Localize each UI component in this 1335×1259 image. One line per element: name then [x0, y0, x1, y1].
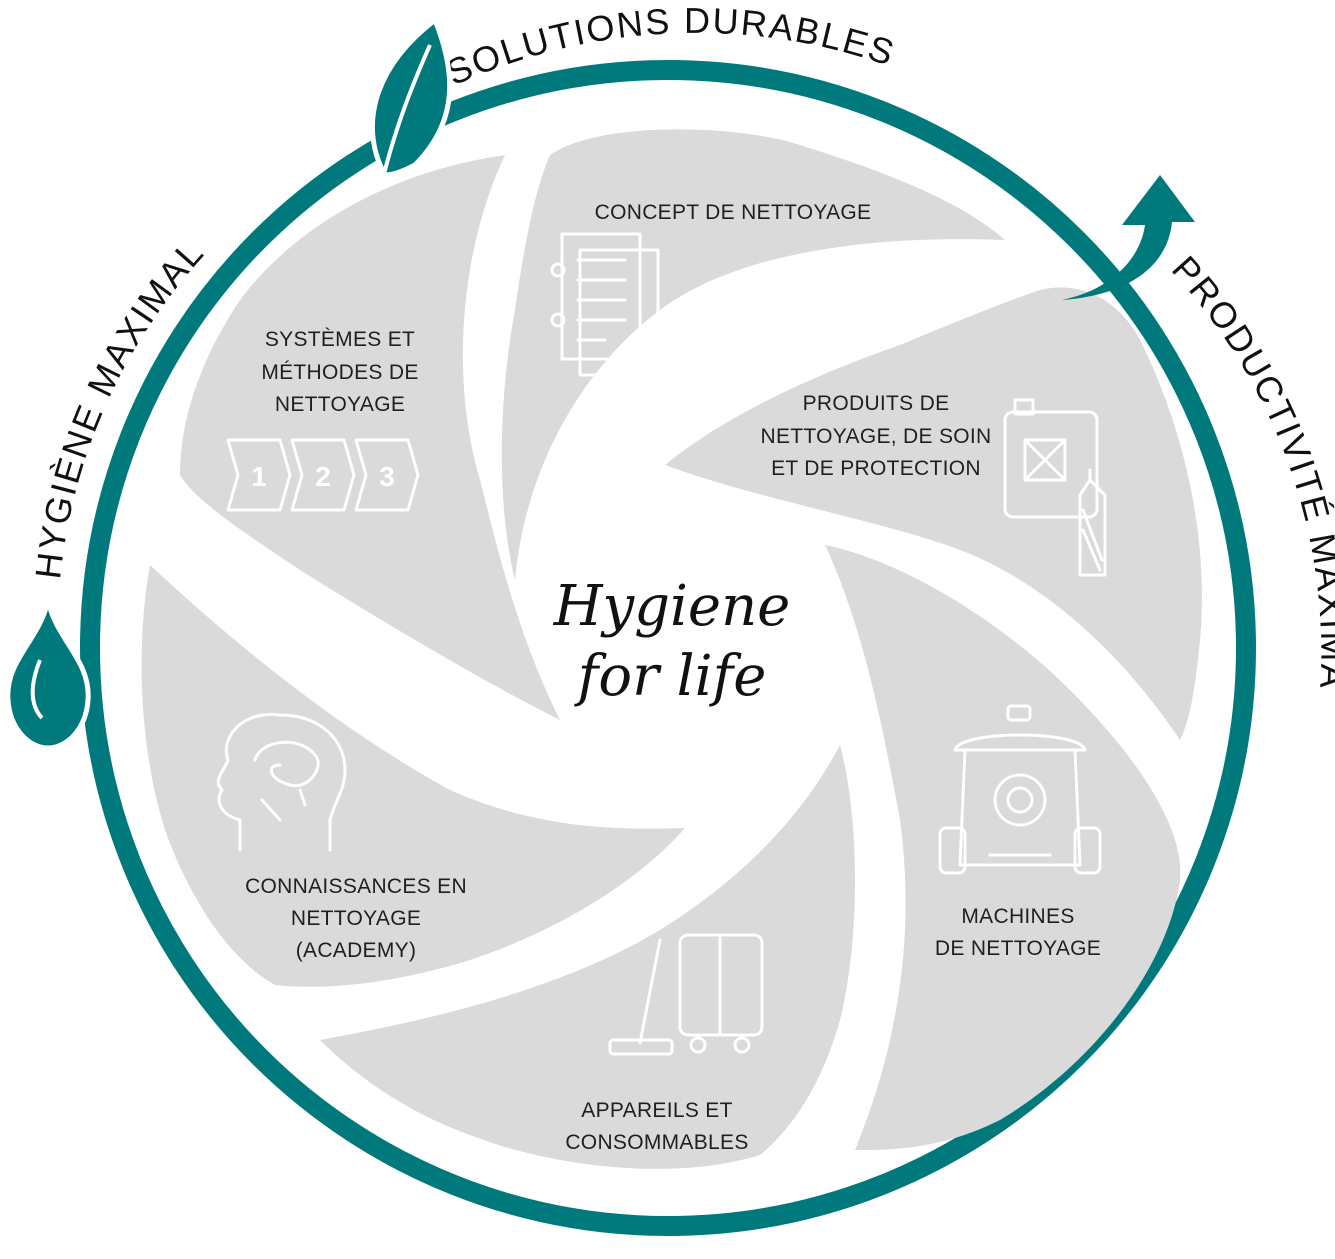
vacuum-machine-icon: [938, 704, 1102, 875]
label-appareils-line2: CONSOMMABLES: [565, 1131, 748, 1154]
steps-icon: 1 2 3: [226, 438, 420, 512]
label-systemes-line2: MÉTHODES DE: [261, 361, 418, 384]
segment-systemes: [180, 155, 560, 720]
label-machines-line2: DE NETTOYAGE: [935, 937, 1101, 960]
center-title-line1: Hygiene: [553, 574, 791, 639]
label-produits-line3: ET DE PROTECTION: [771, 457, 981, 480]
step-number-2: 2: [315, 461, 331, 492]
label-produits-line2: NETTOYAGE, DE SOIN: [761, 425, 992, 448]
head-brain-icon: [216, 713, 347, 852]
water-drop-icon: [5, 599, 91, 751]
arrow-icon: [1062, 175, 1195, 300]
label-systemes-line1: SYSTÈMES ET: [265, 328, 415, 351]
label-connaissances-line3: (ACADEMY): [296, 939, 417, 962]
center-title-line2: for life: [574, 644, 767, 709]
label-produits-line1: PRODUITS DE: [803, 392, 950, 415]
mop-trolley-icon: [608, 933, 764, 1056]
label-connaissances-line2: NETTOYAGE: [291, 907, 421, 930]
outer-ring: [80, 60, 1256, 1236]
segment-appareils: [320, 745, 855, 1169]
segment-connaissances: [141, 565, 685, 987]
canister-icon: [1003, 398, 1107, 577]
segment-produits: [665, 287, 1202, 740]
label-connaissances-line1: CONNAISSANCES EN: [245, 875, 467, 898]
step-number-3: 3: [379, 461, 395, 492]
aperture-segments: [141, 129, 1202, 1169]
step-number-1: 1: [251, 461, 267, 492]
label-appareils-line1: APPAREILS ET: [581, 1099, 732, 1122]
document-icon: [550, 232, 660, 377]
leaf-icon: [370, 16, 453, 179]
segment-machines: [825, 545, 1181, 1150]
label-concept-line1: CONCEPT DE NETTOYAGE: [595, 201, 872, 224]
segment-concept: [501, 129, 1005, 580]
label-machines-line1: MACHINES: [961, 905, 1074, 928]
label-systemes-line3: NETTOYAGE: [275, 393, 405, 416]
